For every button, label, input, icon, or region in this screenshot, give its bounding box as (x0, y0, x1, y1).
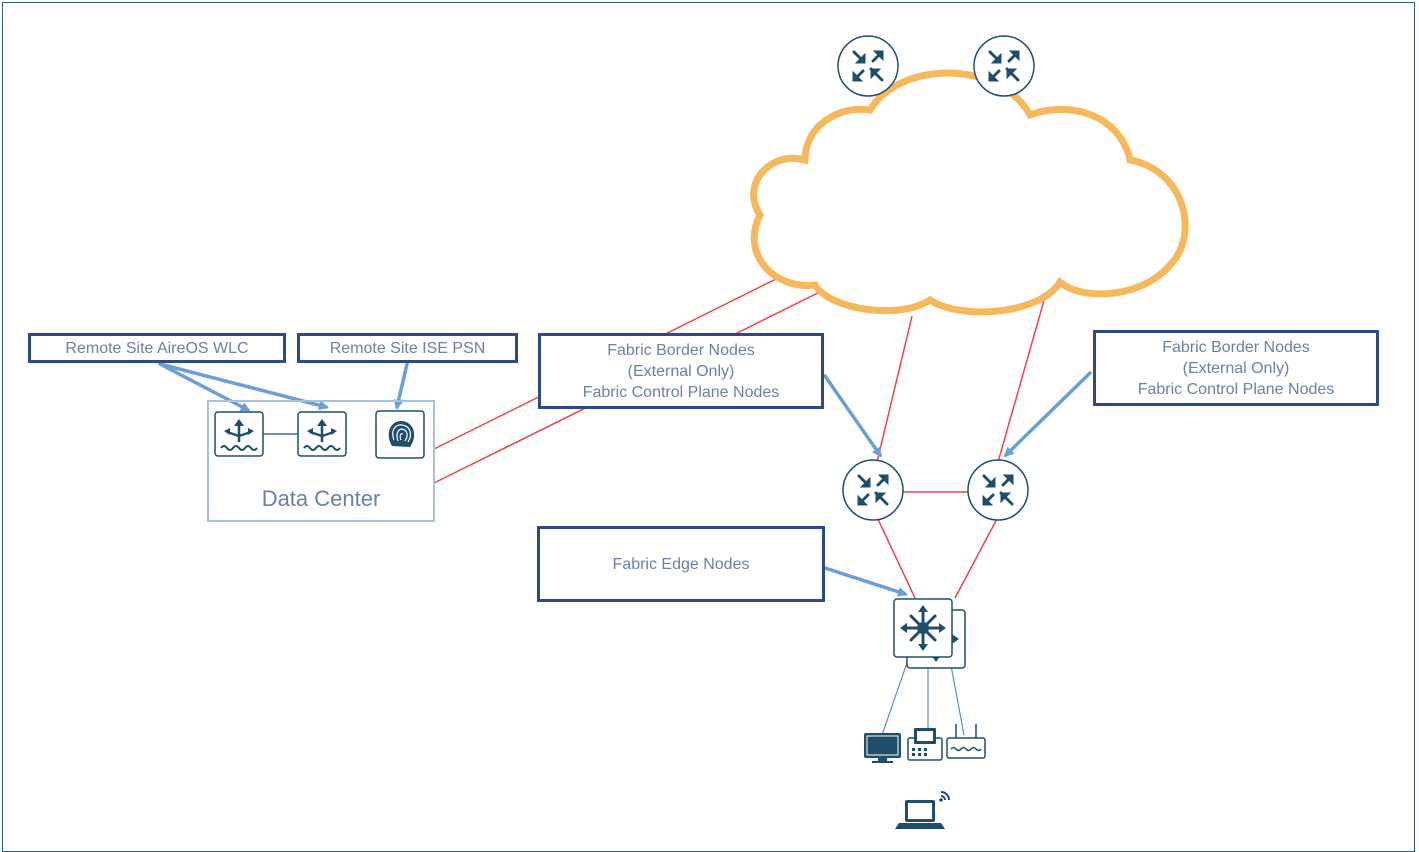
border-nodes-right-label: Fabric Border Nodes (External Only) Fabr… (1093, 330, 1379, 406)
desktop-icon (864, 733, 901, 763)
border-node-left-icon (841, 458, 905, 522)
border-nodes-left-label: Fabric Border Nodes (External Only) Fabr… (538, 333, 824, 409)
remote-site-ise-text: Remote Site ISE PSN (329, 339, 486, 357)
ip-phone-icon (907, 728, 943, 761)
edge-nodes-label: Fabric Edge Nodes (537, 526, 825, 602)
arrow-border-right (1003, 371, 1092, 458)
arrow-border-left (823, 374, 882, 458)
link-cloud-border-left (876, 315, 913, 463)
wan-router-left-icon (836, 34, 900, 98)
wan-cloud (750, 69, 1189, 316)
ise-fingerprint-icon (375, 410, 425, 459)
fabric-edge-switch-icon (892, 597, 967, 670)
data-center-region: Data Center (207, 400, 435, 522)
border-right-line-1: Fabric Border Nodes (1162, 338, 1310, 356)
edge-nodes-text: Fabric Edge Nodes (612, 555, 750, 573)
border-left-line-3: Fabric Control Plane Nodes (582, 383, 780, 401)
border-left-line-2: (External Only) (627, 362, 735, 380)
arrow-wlc-primary (158, 362, 251, 412)
border-right-line-2: (External Only) (1182, 359, 1290, 377)
remote-site-wlc-text: Remote Site AireOS WLC (65, 339, 249, 357)
arrow-edge (823, 566, 908, 597)
callout-arrows (158, 362, 1092, 597)
wan-router-right-icon (972, 34, 1036, 98)
border-node-right-icon (966, 458, 1030, 522)
access-point-icon (946, 724, 986, 759)
data-center-label: Data Center (261, 486, 381, 511)
link-border-left-edge (876, 516, 916, 599)
link-border-right-edge (954, 516, 999, 599)
arrow-wlc-secondary (158, 362, 329, 411)
border-left-line-1: Fabric Border Nodes (607, 341, 755, 359)
arrow-ise (393, 362, 409, 410)
remote-site-ise-label: Remote Site ISE PSN (297, 333, 518, 363)
link-cloud-border-right (997, 289, 1048, 463)
wireless-laptop-icon (895, 791, 950, 829)
access-links (881, 659, 965, 736)
border-right-line-3: Fabric Control Plane Nodes (1137, 380, 1335, 398)
remote-site-wlc-label: Remote Site AireOS WLC (28, 333, 286, 363)
